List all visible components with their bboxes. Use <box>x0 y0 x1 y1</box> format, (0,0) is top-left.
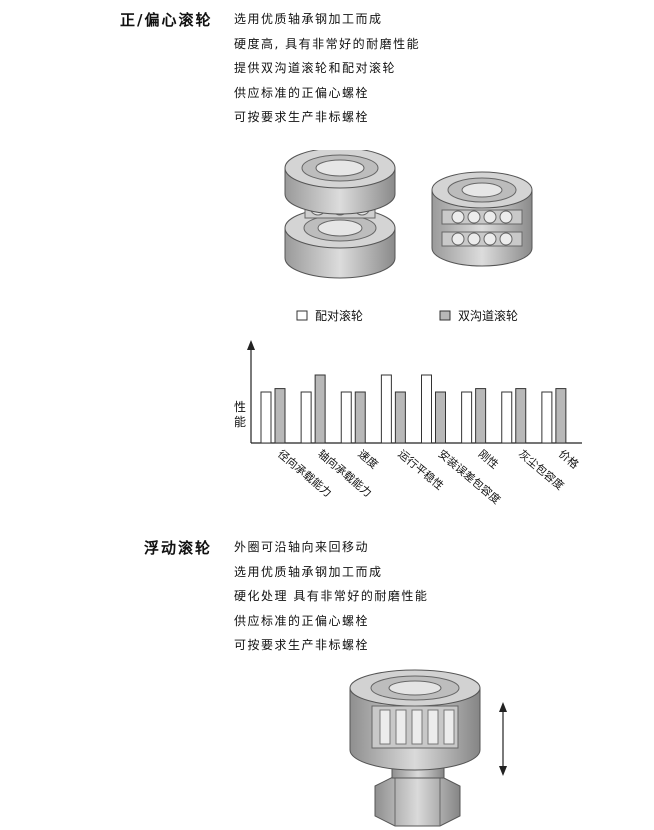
section2-title: 浮动滚轮 <box>144 539 213 557</box>
feature-item: 硬化处理 具有非常好的耐磨性能 <box>234 589 429 603</box>
chart-bar <box>461 391 473 444</box>
chart-x-labels: 径向承载能力轴向承载能力速度运行平稳性安装误差包容度刚性灰尘包容度价格 <box>275 447 582 507</box>
chart-bar <box>314 374 326 444</box>
chart-bar <box>515 388 527 444</box>
chart-bar <box>475 388 487 444</box>
chart-bar <box>435 391 446 444</box>
feature-item: 供应标准的正偏心螺栓 <box>234 613 370 628</box>
double-groove-roller-image <box>431 171 533 267</box>
legend-label: 配对滚轮 <box>315 308 363 323</box>
x-tick-label: 速度 <box>355 447 381 472</box>
chart-bar <box>541 391 553 444</box>
chart-bar <box>274 388 286 444</box>
floating-roller-image <box>349 669 507 827</box>
chart-axes: 性能 <box>234 340 582 444</box>
feature-item: 供应标准的正偏心螺栓 <box>234 85 370 100</box>
chart-bar <box>354 391 366 444</box>
feature-item: 选用优质轴承钢加工而成 <box>234 12 383 26</box>
axial-movement-arrow-icon <box>499 702 507 776</box>
paired-roller-image <box>284 150 396 279</box>
chart-bar <box>260 391 272 444</box>
chart-bars <box>260 374 567 444</box>
chart-bar <box>394 391 406 444</box>
feature-item: 可按要求生产非标螺栓 <box>234 638 370 652</box>
feature-item: 提供双沟道滚轮和配对滚轮 <box>234 61 397 75</box>
feature-item: 可按要求生产非标螺栓 <box>234 110 370 124</box>
feature-item: 选用优质轴承钢加工而成 <box>234 564 383 579</box>
chart-bar <box>501 391 513 444</box>
chart-bar <box>380 374 392 444</box>
roller-illustrations <box>284 150 533 279</box>
y-axis-label: 能 <box>234 415 246 429</box>
feature-item: 硬度高, 具有非常好的耐磨性能 <box>234 36 421 51</box>
y-axis-label: 性 <box>234 400 246 414</box>
chart-bar <box>555 388 567 444</box>
x-tick-label: 刚性 <box>476 447 502 472</box>
legend-swatch <box>439 310 451 321</box>
section1-feature-list: 选用优质轴承钢加工而成 硬度高, 具有非常好的耐磨性能 提供双沟道滚轮和配对滚轮… <box>234 7 420 130</box>
y-axis-arrow-icon <box>247 340 255 350</box>
feature-item: 外圈可沿轴向来回移动 <box>234 540 370 554</box>
performance-chart: 配对滚轮 双沟道滚轮 性能 径向承载能力轴向承载能力速度运行平稳性安装误差包容度刚… <box>234 308 582 507</box>
legend-label: 双沟道滚轮 <box>458 308 518 323</box>
chart-bar <box>340 391 352 444</box>
chart-bar <box>300 391 312 444</box>
section2-feature-list: 外圈可沿轴向来回移动 选用优质轴承钢加工而成 硬化处理 具有非常好的耐磨性能 供… <box>234 535 428 658</box>
legend-swatch <box>296 310 308 321</box>
section1-title: 正/偏心滚轮 <box>120 11 213 29</box>
x-tick-label: 价格 <box>556 447 582 472</box>
chart-bar <box>421 374 432 444</box>
chart-legend: 配对滚轮 双沟道滚轮 <box>296 308 518 323</box>
